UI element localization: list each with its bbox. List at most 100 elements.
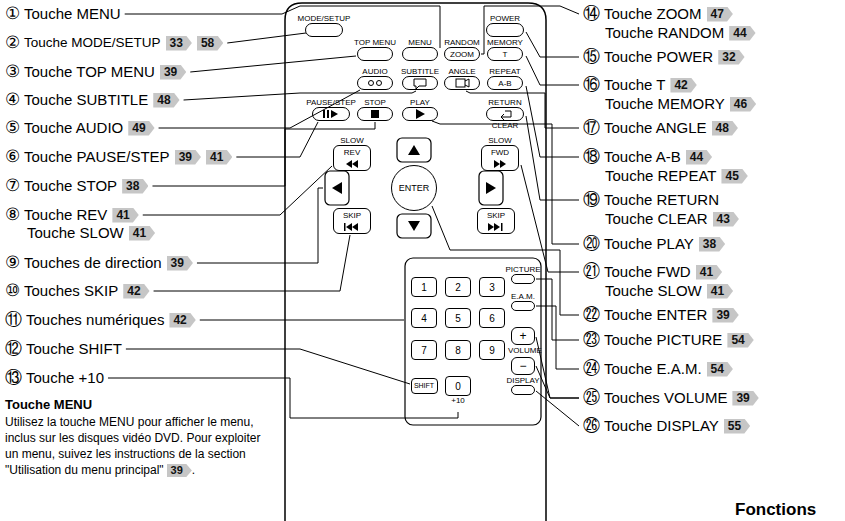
up-key: [397, 138, 431, 162]
callout-row: ②Touche MODE/SETUP3358: [5, 33, 223, 53]
remote-button: 3: [479, 277, 505, 297]
remote-button: RETURNCLEAR: [486, 107, 524, 121]
page-reference: 33: [166, 36, 192, 51]
callout-row: ⑯Touche T 42: [583, 75, 697, 95]
callout-label: Touche SUBTITLE: [24, 90, 148, 110]
remote-button: MENU: [402, 47, 438, 61]
button-label: SKIP: [343, 211, 361, 220]
callout-number: ⑯: [583, 75, 600, 95]
button-label: 2: [455, 282, 461, 293]
remote-button: E.A.M.: [511, 301, 535, 311]
remote-button: SKIP: [477, 208, 515, 234]
remote-button: 0+10: [445, 376, 471, 396]
button-label: MENU: [408, 38, 432, 47]
callout-number: ㉕: [583, 388, 600, 408]
leader-line: [466, 91, 579, 128]
remote-button: PAUSE/STEP: [312, 107, 350, 121]
callout-row: ⑲Touche RETURN: [583, 190, 719, 210]
page-reference: 41: [707, 284, 733, 299]
remote-button: SLOWREV: [333, 145, 371, 171]
callout-number: ㉔: [583, 359, 600, 379]
callout-label: Touche SLOW: [605, 281, 702, 301]
button-label: 6: [489, 313, 495, 324]
callout-label: Touche PICTURE: [604, 330, 722, 350]
remote-button: SLOWFWD: [481, 145, 519, 171]
remote-button: PLAY: [402, 107, 438, 121]
callout-label: Touche PAUSE/STEP: [24, 147, 170, 167]
callout-row: Touche MEMORY46: [605, 94, 756, 114]
page-reference: 46: [730, 97, 756, 112]
page-reference: 47: [707, 7, 733, 22]
button-label: 3: [489, 282, 495, 293]
callout-number: ⑥: [5, 147, 20, 167]
callout-number: ⑪: [5, 310, 22, 330]
callout-label: Touche RANDOM: [605, 23, 724, 43]
button-label: PAUSE/STEP: [306, 98, 356, 107]
page-reference: 54: [707, 362, 733, 377]
remote-button: MODE/SETUP: [305, 23, 343, 37]
leader-line: [536, 391, 579, 426]
callout-label: Touche ZOOM: [604, 4, 702, 24]
page-reference: 42: [169, 313, 195, 328]
callout-number: ⑬: [5, 368, 22, 388]
page-reference: 54: [727, 333, 753, 348]
button-label: 9: [489, 345, 495, 356]
remote-button: 8: [445, 340, 471, 360]
callout-row: ⑦Touche STOP38: [5, 176, 148, 196]
callout-row: Touche RANDOM 44: [605, 23, 756, 43]
callout-label: Touche T: [604, 75, 665, 95]
callout-row: ⑧Touche REV41: [5, 205, 139, 225]
page-reference: 42: [670, 78, 696, 93]
leader-line: [536, 366, 579, 398]
callout-label: Touche AUDIO: [24, 118, 123, 138]
callout-row: ⑫Touche SHIFT: [5, 339, 122, 359]
callout-label: Touche DISPLAY: [604, 416, 719, 436]
note-block: Utilisez la touche MENU pour afficher le…: [5, 414, 277, 478]
button-label: AUDIO: [362, 67, 387, 76]
page-reference: 44: [729, 26, 755, 41]
callout-row: ⑰Touche ANGLE48: [583, 118, 738, 138]
button-label: ENTER: [399, 183, 430, 193]
callout-number: ⑫: [5, 339, 22, 359]
button-label: VOLUME: [508, 346, 542, 355]
leader-line: [159, 90, 360, 128]
page-reference: 32: [718, 50, 744, 65]
remote-button: +: [511, 327, 535, 345]
button-label: RETURN: [488, 98, 521, 107]
note-block: Fonctions: [735, 500, 816, 520]
leader-line: [521, 165, 579, 272]
page-reference: 45: [721, 169, 747, 184]
button-label: RANDOM: [444, 38, 480, 47]
callout-number: ㉖: [583, 416, 600, 436]
leader-line: [143, 166, 332, 215]
button-label: +10: [451, 396, 465, 405]
remote-button: PICTURE: [511, 274, 535, 284]
page-reference: 39: [167, 464, 192, 477]
remote-button: 7: [411, 340, 437, 360]
leader-line: [154, 235, 350, 291]
page-reference: 39: [732, 391, 758, 406]
button-icons: [323, 109, 506, 231]
leader-line: [227, 33, 306, 43]
callout-label: Touches de direction: [24, 253, 162, 273]
note-text: Utilisez la touche MENU pour afficher le…: [5, 415, 260, 477]
callout-number: ⑮: [583, 47, 600, 67]
remote-button: 6: [479, 308, 505, 328]
button-label: 1: [421, 282, 427, 293]
callout-label: Touche SHIFT: [26, 339, 122, 359]
button-label: PLAY: [410, 98, 430, 107]
left-key: [325, 171, 349, 205]
button-label: REV: [344, 148, 360, 157]
callout-label: Touche ENTER: [604, 305, 707, 325]
button-label: SKIP: [487, 211, 505, 220]
button-label: SLOW: [488, 136, 512, 145]
leader-line: [197, 188, 323, 263]
callout-row: ⑭Touche ZOOM 47: [583, 4, 733, 24]
callout-number: ⑭: [583, 4, 600, 24]
callout-row: ①Touche MENU: [5, 4, 121, 24]
callout-number: ④: [5, 90, 20, 110]
remote-button: RANDOMZOOM: [444, 47, 480, 61]
button-label: DISPLAY: [506, 376, 539, 385]
note-block: Touche MENU: [5, 397, 92, 413]
button-label: 5: [455, 313, 461, 324]
